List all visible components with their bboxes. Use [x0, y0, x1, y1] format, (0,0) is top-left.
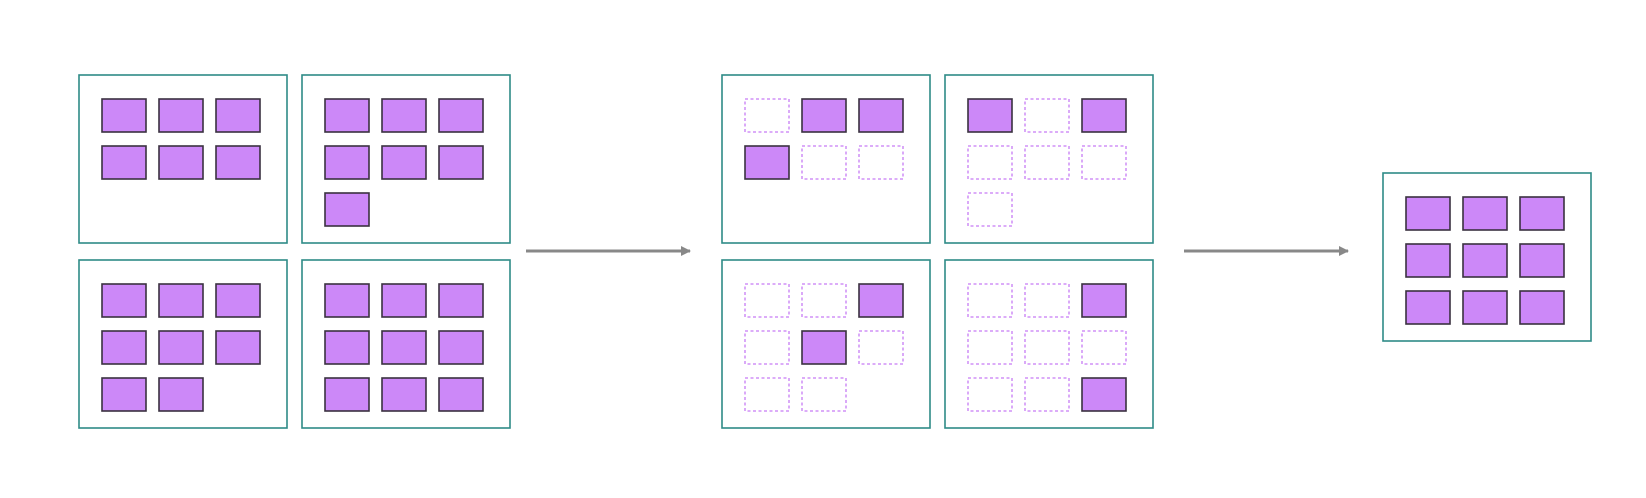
filled-cell — [1081, 98, 1127, 133]
filled-cell — [324, 145, 370, 180]
empty-cell — [744, 330, 790, 365]
filled-cell — [158, 330, 204, 365]
filled-cell — [438, 98, 484, 133]
stage-input — [78, 74, 511, 429]
filled-cell — [967, 98, 1013, 133]
empty-cell — [858, 330, 904, 365]
panel — [1382, 172, 1592, 342]
panel-frame — [1382, 172, 1592, 342]
panel — [301, 259, 511, 429]
filled-cell — [1405, 243, 1451, 278]
filled-cell — [158, 377, 204, 412]
filled-cell — [381, 145, 427, 180]
filled-cell — [381, 377, 427, 412]
empty-cell — [967, 330, 1013, 365]
filled-cell — [438, 377, 484, 412]
filled-cell — [1405, 290, 1451, 325]
stages-layer — [78, 74, 1592, 429]
filled-cell — [438, 283, 484, 318]
empty-cell — [967, 283, 1013, 318]
panel — [944, 259, 1154, 429]
filled-cell — [744, 145, 790, 180]
panel-frame — [721, 74, 931, 244]
empty-cell — [801, 145, 847, 180]
filled-cell — [381, 283, 427, 318]
empty-cell — [967, 192, 1013, 227]
filled-cell — [438, 330, 484, 365]
panel — [78, 259, 288, 429]
filled-cell — [101, 98, 147, 133]
panel-frame — [301, 74, 511, 244]
filled-cell — [381, 98, 427, 133]
panel-frame — [721, 259, 931, 429]
filled-cell — [101, 330, 147, 365]
filled-cell — [1405, 196, 1451, 231]
filled-cell — [1462, 290, 1508, 325]
empty-cell — [744, 98, 790, 133]
filled-cell — [1081, 377, 1127, 412]
filled-cell — [324, 283, 370, 318]
filled-cell — [158, 98, 204, 133]
panel — [78, 74, 288, 244]
empty-cell — [801, 377, 847, 412]
filled-cell — [858, 98, 904, 133]
panel-frame — [944, 74, 1154, 244]
panel — [944, 74, 1154, 244]
filled-cell — [324, 98, 370, 133]
empty-cell — [967, 377, 1013, 412]
empty-cell — [858, 145, 904, 180]
empty-cell — [1024, 377, 1070, 412]
filled-cell — [324, 192, 370, 227]
filled-cell — [858, 283, 904, 318]
empty-cell — [1024, 330, 1070, 365]
filled-cell — [801, 330, 847, 365]
filled-cell — [324, 377, 370, 412]
stage-output — [1382, 172, 1592, 342]
filled-cell — [101, 283, 147, 318]
filled-cell — [1519, 290, 1565, 325]
empty-cell — [1024, 283, 1070, 318]
panel — [721, 74, 931, 244]
empty-cell — [744, 283, 790, 318]
filled-cell — [1081, 283, 1127, 318]
filled-cell — [381, 330, 427, 365]
filled-cell — [101, 145, 147, 180]
empty-cell — [1081, 330, 1127, 365]
filled-cell — [438, 145, 484, 180]
stage-selection — [721, 74, 1154, 429]
panel-frame — [944, 259, 1154, 429]
empty-cell — [1024, 98, 1070, 133]
filled-cell — [801, 98, 847, 133]
empty-cell — [967, 145, 1013, 180]
filled-cell — [1519, 243, 1565, 278]
empty-cell — [1024, 145, 1070, 180]
filled-cell — [1462, 243, 1508, 278]
filled-cell — [324, 330, 370, 365]
panel — [301, 74, 511, 244]
filled-cell — [1462, 196, 1508, 231]
filled-cell — [215, 330, 261, 365]
empty-cell — [744, 377, 790, 412]
filled-cell — [1519, 196, 1565, 231]
panel — [721, 259, 931, 429]
filled-cell — [158, 145, 204, 180]
empty-cell — [801, 283, 847, 318]
filled-cell — [101, 377, 147, 412]
panel-frame — [301, 259, 511, 429]
filled-cell — [215, 283, 261, 318]
filled-cell — [158, 283, 204, 318]
filled-cell — [215, 145, 261, 180]
filled-cell — [215, 98, 261, 133]
panel-frame — [78, 259, 288, 429]
panel-frame — [78, 74, 288, 244]
empty-cell — [1081, 145, 1127, 180]
